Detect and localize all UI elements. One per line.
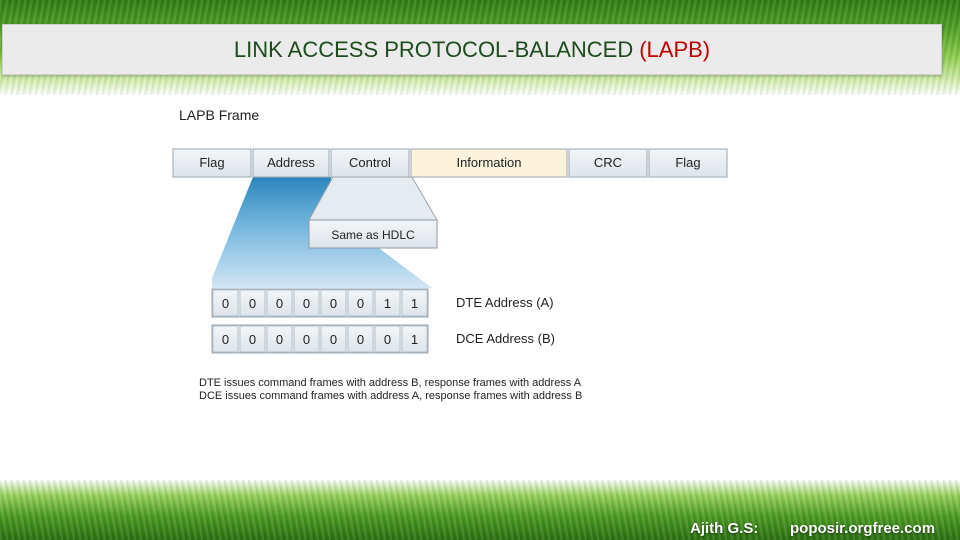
footer-site: poposir.orgfree.com — [790, 518, 935, 540]
frame-field-label: Flag — [199, 155, 224, 170]
address-row-label: DCE Address (B) — [456, 331, 555, 346]
address-bit-value: 0 — [222, 296, 229, 311]
frame-field-label: Address — [267, 155, 315, 170]
address-bit-value: 0 — [222, 332, 229, 347]
note-line-1: DTE issues command frames with address B… — [199, 377, 582, 389]
address-row-label: DTE Address (A) — [456, 295, 554, 310]
frame-field-label: Control — [349, 155, 391, 170]
frame-field-row: Flag Address Control Information CRC Flag — [173, 149, 727, 177]
address-bit-value: 0 — [384, 332, 391, 347]
address-bit-value: 0 — [276, 332, 283, 347]
address-bit-value: 0 — [357, 296, 364, 311]
address-bit-value: 1 — [384, 296, 391, 311]
diagram-heading: LAPB Frame — [179, 107, 259, 123]
frame-field-label: CRC — [594, 155, 622, 170]
address-bit-value: 0 — [249, 296, 256, 311]
address-bit-value: 1 — [411, 296, 418, 311]
frame-field-label: Information — [456, 155, 521, 170]
address-bit-value: 0 — [249, 332, 256, 347]
callout-text: Same as HDLC — [331, 228, 415, 242]
address-bit-value: 0 — [276, 296, 283, 311]
address-bit-value: 0 — [303, 296, 310, 311]
footer-author: Ajith G.S: — [690, 518, 758, 540]
address-bit-value: 0 — [330, 296, 337, 311]
frame-field-label: Flag — [675, 155, 700, 170]
note-line-2: DCE issues command frames with address A… — [199, 390, 582, 402]
address-bit-value: 1 — [411, 332, 418, 347]
address-bit-value: 0 — [303, 332, 310, 347]
address-bit-value: 0 — [330, 332, 337, 347]
address-bit-value: 0 — [357, 332, 364, 347]
